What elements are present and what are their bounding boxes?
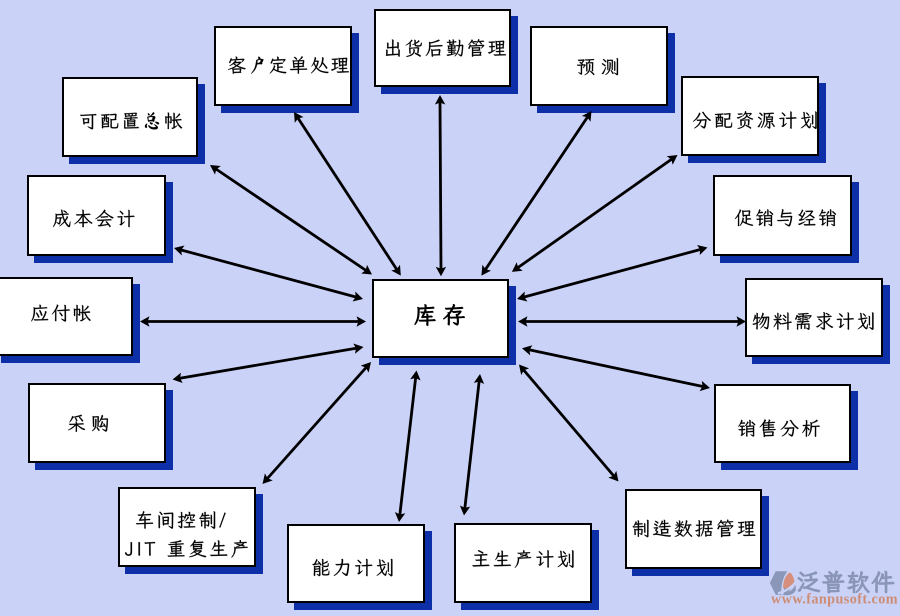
svg-text:www.fanpusoft.com: www.fanpusoft.com [771, 591, 898, 607]
